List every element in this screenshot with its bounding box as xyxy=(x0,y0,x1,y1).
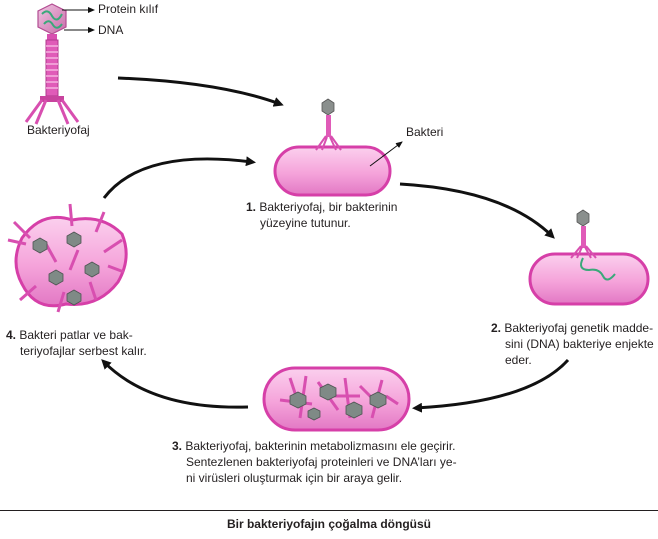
step-2-text: 2. Bakteriyofaj genetik madde- sini (DNA… xyxy=(491,320,654,368)
bacterium-step3 xyxy=(262,366,411,432)
step-line: Bakteri patlar ve bak- xyxy=(19,328,133,342)
life-cycle-illustration xyxy=(7,3,650,432)
bacterium-step4-lysis xyxy=(7,203,128,313)
caption-divider xyxy=(0,510,658,511)
step-line: Bakteriyofaj, bir bakterinin xyxy=(259,200,398,214)
step-line: Bakteriyofaj genetik madde- xyxy=(504,321,654,335)
step-line: ni virüsleri oluşturmak için bir araya g… xyxy=(186,471,403,485)
bacteriophage-large xyxy=(24,3,80,125)
step-number: 1. xyxy=(246,200,257,214)
step-line: yüzeyine tutunur. xyxy=(260,216,351,230)
cycle-arrows xyxy=(101,76,570,413)
arrow-step1-to-step2 xyxy=(399,182,555,239)
arrow-step4-to-step1 xyxy=(102,156,256,199)
label-dna: DNA xyxy=(98,23,124,37)
step-3-text: 3. Bakteriyofaj, bakterinin metabolizmas… xyxy=(172,438,457,486)
label-pointers xyxy=(62,7,403,167)
label-bakteriyofaj: Bakteriyofaj xyxy=(27,123,90,137)
step-number: 3. xyxy=(172,439,183,453)
figure-caption: Bir bakteriyofajın çoğalma döngüsü xyxy=(226,517,432,531)
step-line: teriyofajlar serbest kalır. xyxy=(20,344,147,358)
step-1-text: 1. Bakteriyofaj, bir bakterinin yüzeyine… xyxy=(246,199,397,231)
step-line: sini (DNA) bakteriye enjekte xyxy=(505,337,654,351)
step-line: Bakteriyofaj, bakterinin metabolizmasını… xyxy=(185,439,456,453)
step-line: Sentezlenen bakteriyofaj proteinleri ve … xyxy=(186,455,457,469)
step-line: eder. xyxy=(505,353,532,367)
arrow-step3-to-step4 xyxy=(101,359,249,409)
bacterium-step1 xyxy=(273,98,392,197)
step-number: 4. xyxy=(6,328,17,342)
bacterium-step2 xyxy=(528,209,650,306)
arrow-step2-to-step3 xyxy=(412,358,570,413)
step-number: 2. xyxy=(491,321,502,335)
step-4-text: 4. Bakteri patlar ve bak- teriyofajlar s… xyxy=(6,327,147,359)
label-bakteri: Bakteri xyxy=(406,125,444,139)
label-protein-kilif: Protein kılıf xyxy=(98,2,159,16)
arrow-phage-to-step1 xyxy=(117,76,284,107)
